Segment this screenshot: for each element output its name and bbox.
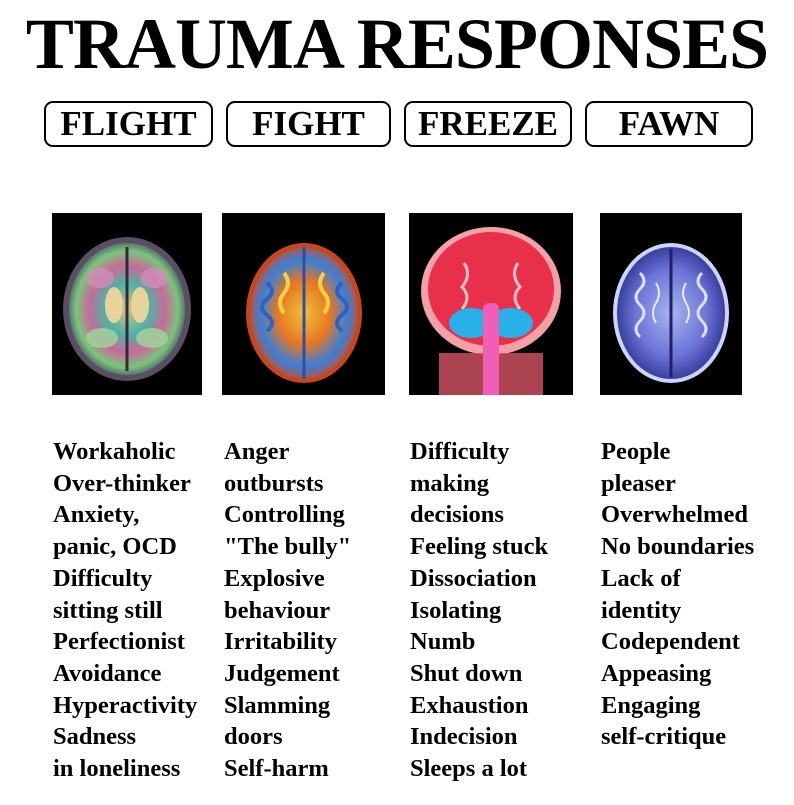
list-item: Avoidance: [53, 659, 162, 687]
list-item: Explosive: [224, 564, 325, 592]
list-item: Difficulty: [53, 564, 153, 592]
list-item: Sleeps a lot: [410, 755, 528, 783]
brain-scan-flight: [52, 213, 202, 395]
list-item: Judgement: [224, 659, 340, 687]
list-item: outbursts: [224, 469, 324, 497]
list-item: Isolating: [410, 596, 502, 624]
list-item: No boundaries: [601, 533, 755, 561]
list-item: People: [601, 438, 671, 465]
list-item: Dissociation: [410, 564, 537, 592]
tab-fight: FIGHT: [226, 101, 391, 147]
page-title: TRAUMA RESPONSES: [25, 4, 769, 84]
list-item: Workaholic: [53, 438, 176, 465]
list-item: Anger: [224, 438, 290, 465]
fight-list: Anger outbursts Controlling "The bully" …: [224, 436, 351, 785]
list-item: Shut down: [410, 659, 523, 687]
list-item: Slamming: [224, 691, 331, 719]
brain-scan-fawn: [600, 213, 742, 395]
list-item: sitting still: [53, 596, 163, 624]
list-item: Perfectionist: [53, 628, 185, 656]
list-item: Indecision: [410, 723, 518, 751]
list-item: Appeasing: [601, 659, 712, 687]
list-item: making: [410, 469, 489, 497]
brain-scan-fight: [222, 213, 385, 395]
tab-flight: FLIGHT: [44, 101, 213, 147]
list-item: Self-harm: [224, 755, 329, 783]
list-item: behaviour: [224, 596, 331, 624]
tab-fawn: FAWN: [585, 101, 753, 147]
list-item: "The bully": [224, 533, 352, 561]
list-item: self-critique: [601, 723, 727, 751]
list-item: decisions: [410, 501, 504, 529]
list-item: Irritability: [224, 628, 337, 656]
list-item: Sadness: [53, 723, 137, 751]
list-item: Feeling stuck: [410, 533, 549, 561]
list-item: Codependent: [601, 628, 740, 656]
list-item: in loneliness: [53, 755, 181, 783]
fawn-list: People pleaser Overwhelmed No boundaries…: [601, 436, 754, 753]
list-item: doors: [224, 723, 283, 751]
tab-freeze: FREEZE: [404, 101, 572, 147]
brain-scan-freeze: [409, 213, 573, 395]
list-item: panic, OCD: [53, 533, 177, 561]
list-item: Difficulty: [410, 438, 510, 465]
list-item: Over-thinker: [53, 469, 191, 497]
list-item: identity: [601, 596, 682, 624]
freeze-list: Difficulty making decisions Feeling stuc…: [410, 436, 548, 785]
list-item: Overwhelmed: [601, 501, 748, 529]
list-item: Engaging: [601, 691, 701, 719]
list-item: Hyperactivity: [53, 691, 198, 719]
flight-list: Workaholic Over-thinker Anxiety, panic, …: [53, 436, 197, 785]
list-item: Lack of: [601, 564, 681, 592]
list-item: pleaser: [601, 469, 676, 497]
list-item: Controlling: [224, 501, 345, 529]
list-item: Anxiety,: [53, 501, 140, 529]
list-item: Exhaustion: [410, 691, 529, 719]
list-item: Numb: [410, 628, 476, 656]
